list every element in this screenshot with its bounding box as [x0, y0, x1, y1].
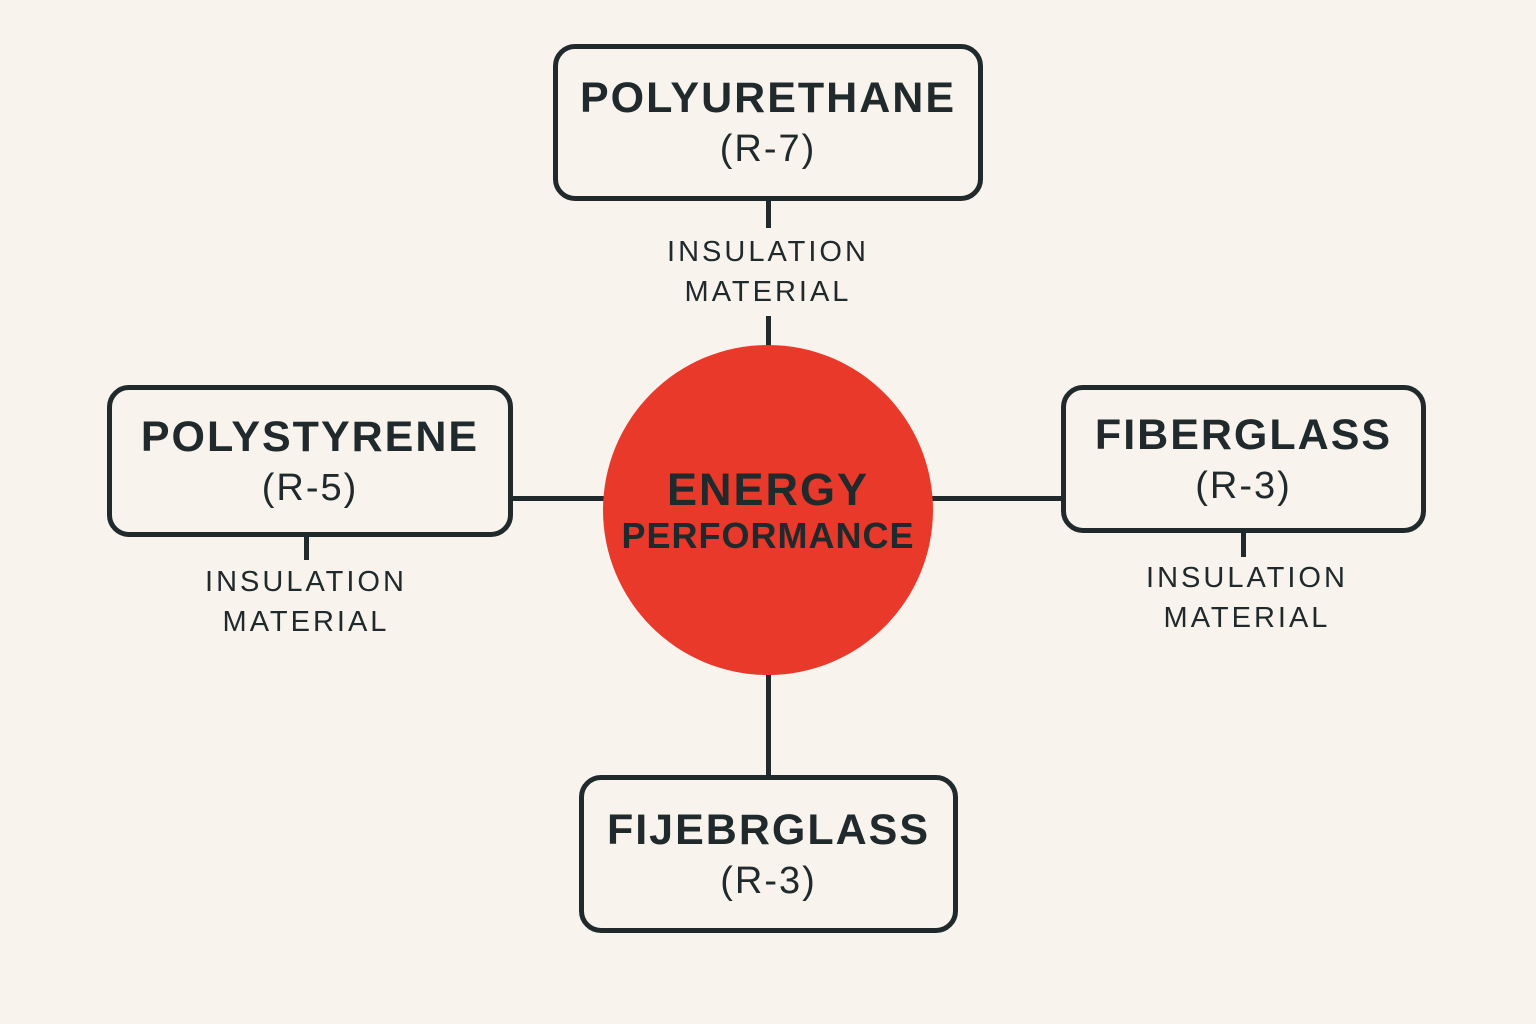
edge-label-line2: MATERIAL: [684, 276, 852, 308]
node-polyurethane: POLYURETHANE (R-7): [553, 44, 983, 201]
edge-label-right: INSULATION MATERIAL: [1146, 558, 1348, 638]
connector-top-label-to-circle: [766, 316, 771, 348]
connector-top-box-to-label: [766, 200, 771, 228]
connector-left-box-to-circle: [513, 496, 609, 501]
node-r-value: (R-5): [261, 466, 359, 509]
connector-circle-to-bottom-box: [766, 666, 771, 776]
edge-label-line2: MATERIAL: [1163, 602, 1331, 634]
center-title-line1: ENERGY: [666, 463, 870, 515]
node-r-value: (R-3): [1195, 464, 1292, 507]
edge-label-line1: INSULATION: [205, 566, 407, 598]
connector-left-box-to-label: [304, 537, 309, 560]
center-node-energy-performance: ENERGY PERFORMANCE: [603, 345, 933, 675]
node-r-value: (R-7): [719, 128, 817, 170]
edge-label-left: INSULATION MATERIAL: [205, 562, 407, 642]
node-polystyrene: POLYSTYRENE (R-5): [107, 385, 513, 537]
edge-label-line1: INSULATION: [1146, 562, 1348, 594]
edge-label-top: INSULATION MATERIAL: [667, 232, 869, 312]
connector-right-box-to-circle: [926, 496, 1062, 501]
edge-label-line2: MATERIAL: [222, 606, 390, 638]
node-title: FIJEBRGLASS: [606, 805, 931, 854]
node-title: POLYURETHANE: [579, 74, 957, 122]
node-fijebrglass: FIJEBRGLASS (R-3): [579, 775, 958, 933]
edge-label-line1: INSULATION: [667, 236, 869, 268]
connector-right-box-to-label: [1241, 533, 1246, 557]
node-r-value: (R-3): [720, 859, 817, 902]
center-title-line2: PERFORMANCE: [621, 514, 915, 556]
node-title: FIBERGLASS: [1094, 410, 1393, 459]
node-title: POLYSTYRENE: [140, 412, 480, 461]
node-fiberglass: FIBERGLASS (R-3): [1061, 385, 1426, 533]
